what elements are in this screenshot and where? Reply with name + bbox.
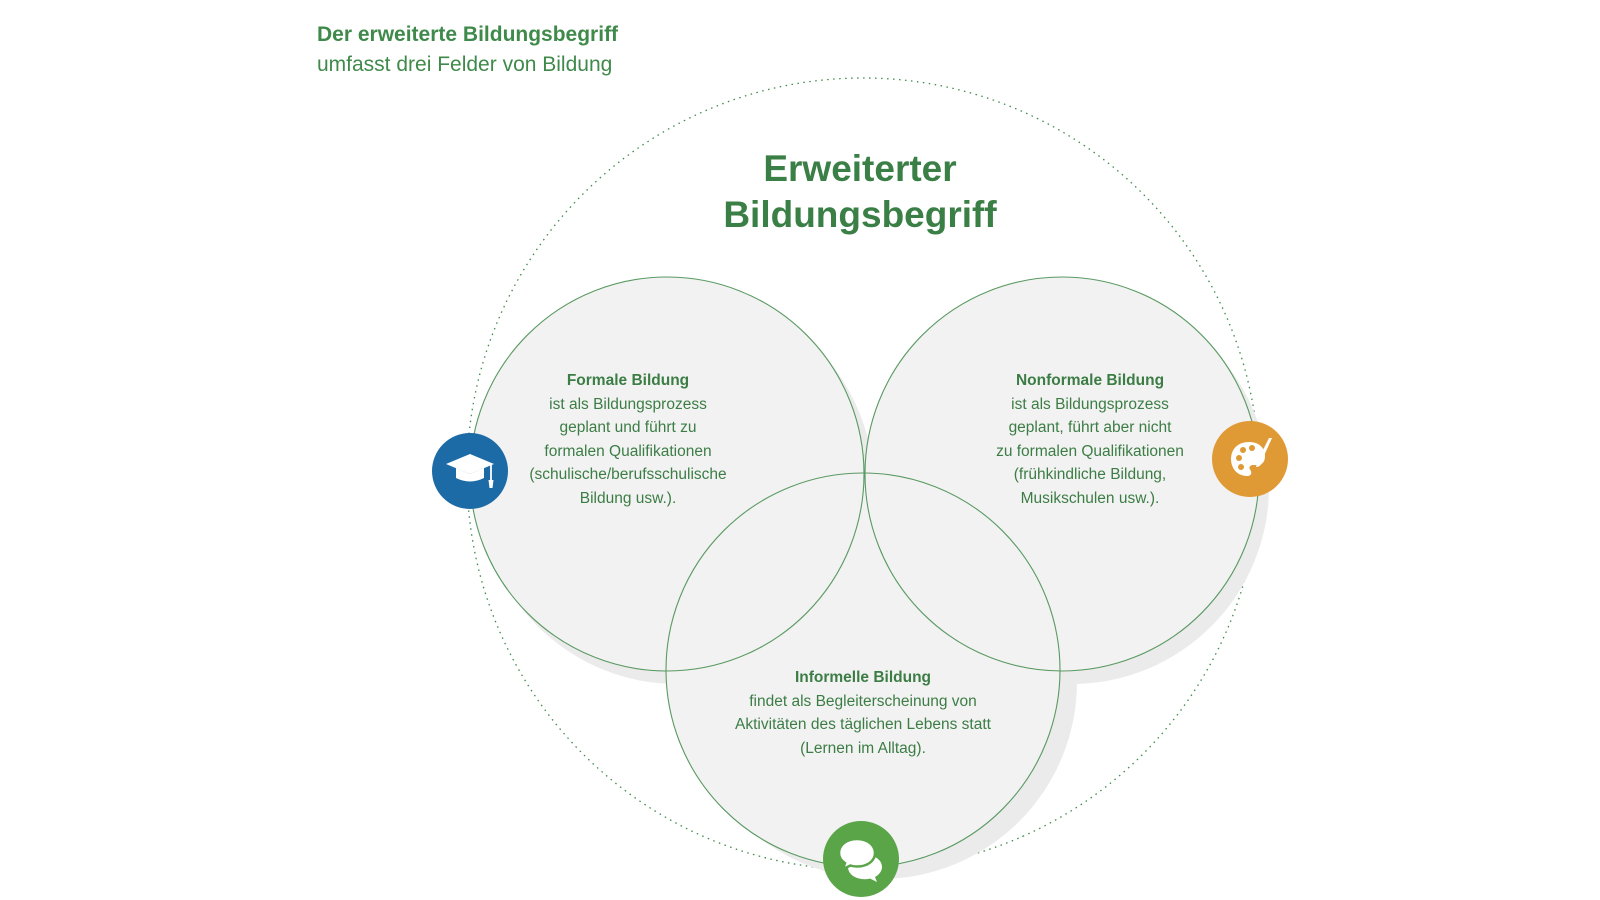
- formal-field-line: geplant und führt zu: [559, 419, 697, 436]
- diagram-title: Erweiterter Bildungsbegriff: [650, 146, 1070, 238]
- formal-field-title: Formale Bildung: [566, 372, 690, 389]
- graduation-cap-icon: [446, 454, 494, 488]
- informal-field-line: (Lernen im Alltag).: [800, 739, 926, 757]
- diagram-title-line2: Bildungsbegriff: [723, 194, 997, 235]
- circle-fills: [470, 277, 1259, 867]
- nonformal-icon-badge: [1212, 421, 1288, 497]
- formal-field-line: (schulische/berufsschulische: [529, 466, 727, 483]
- informal-field-text: Informelle Bildung findet als Begleiters…: [693, 666, 1033, 760]
- nonformal-field-line: zu formalen Qualifikationen: [996, 442, 1184, 460]
- formal-icon-badge: [432, 433, 508, 509]
- formal-field-text: Formale Bildung ist als Bildungsprozess …: [503, 369, 753, 510]
- formal-field-line: ist als Bildungsprozess: [549, 395, 707, 413]
- informal-field-line: Aktivitäten des täglichen Lebens statt: [735, 716, 991, 733]
- page-heading: Der erweiterte Bildungsbegriff umfasst d…: [317, 20, 618, 80]
- diagram-title-line1: Erweiterter: [763, 148, 957, 189]
- nonformal-field-title: Nonformale Bildung: [1015, 372, 1165, 389]
- nonformal-field-line: ist als Bildungsprozess: [1011, 395, 1169, 413]
- formal-field-line: formalen Qualifikationen: [544, 442, 712, 460]
- nonformal-field-line: (frühkindliche Bildung,: [1013, 466, 1167, 483]
- paint-palette-icon: [1231, 438, 1272, 476]
- informal-field-title: Informelle Bildung: [794, 669, 932, 686]
- heading-title: Der erweiterte Bildungsbegriff: [317, 23, 619, 46]
- nonformal-field-line: Musikschulen usw.).: [1020, 489, 1160, 507]
- heading-subtitle: umfasst drei Felder von Bildung: [317, 53, 613, 76]
- formal-field-line: Bildung usw.).: [579, 489, 677, 507]
- informal-icon-badge: [823, 821, 899, 897]
- nonformal-field-text: Nonformale Bildung ist als Bildungsproze…: [965, 369, 1215, 510]
- informal-field-line: findet als Begleiterscheinung von: [749, 692, 977, 710]
- speech-bubbles-icon: [837, 837, 882, 882]
- nonformal-field-line: geplant, führt aber nicht: [1008, 419, 1172, 436]
